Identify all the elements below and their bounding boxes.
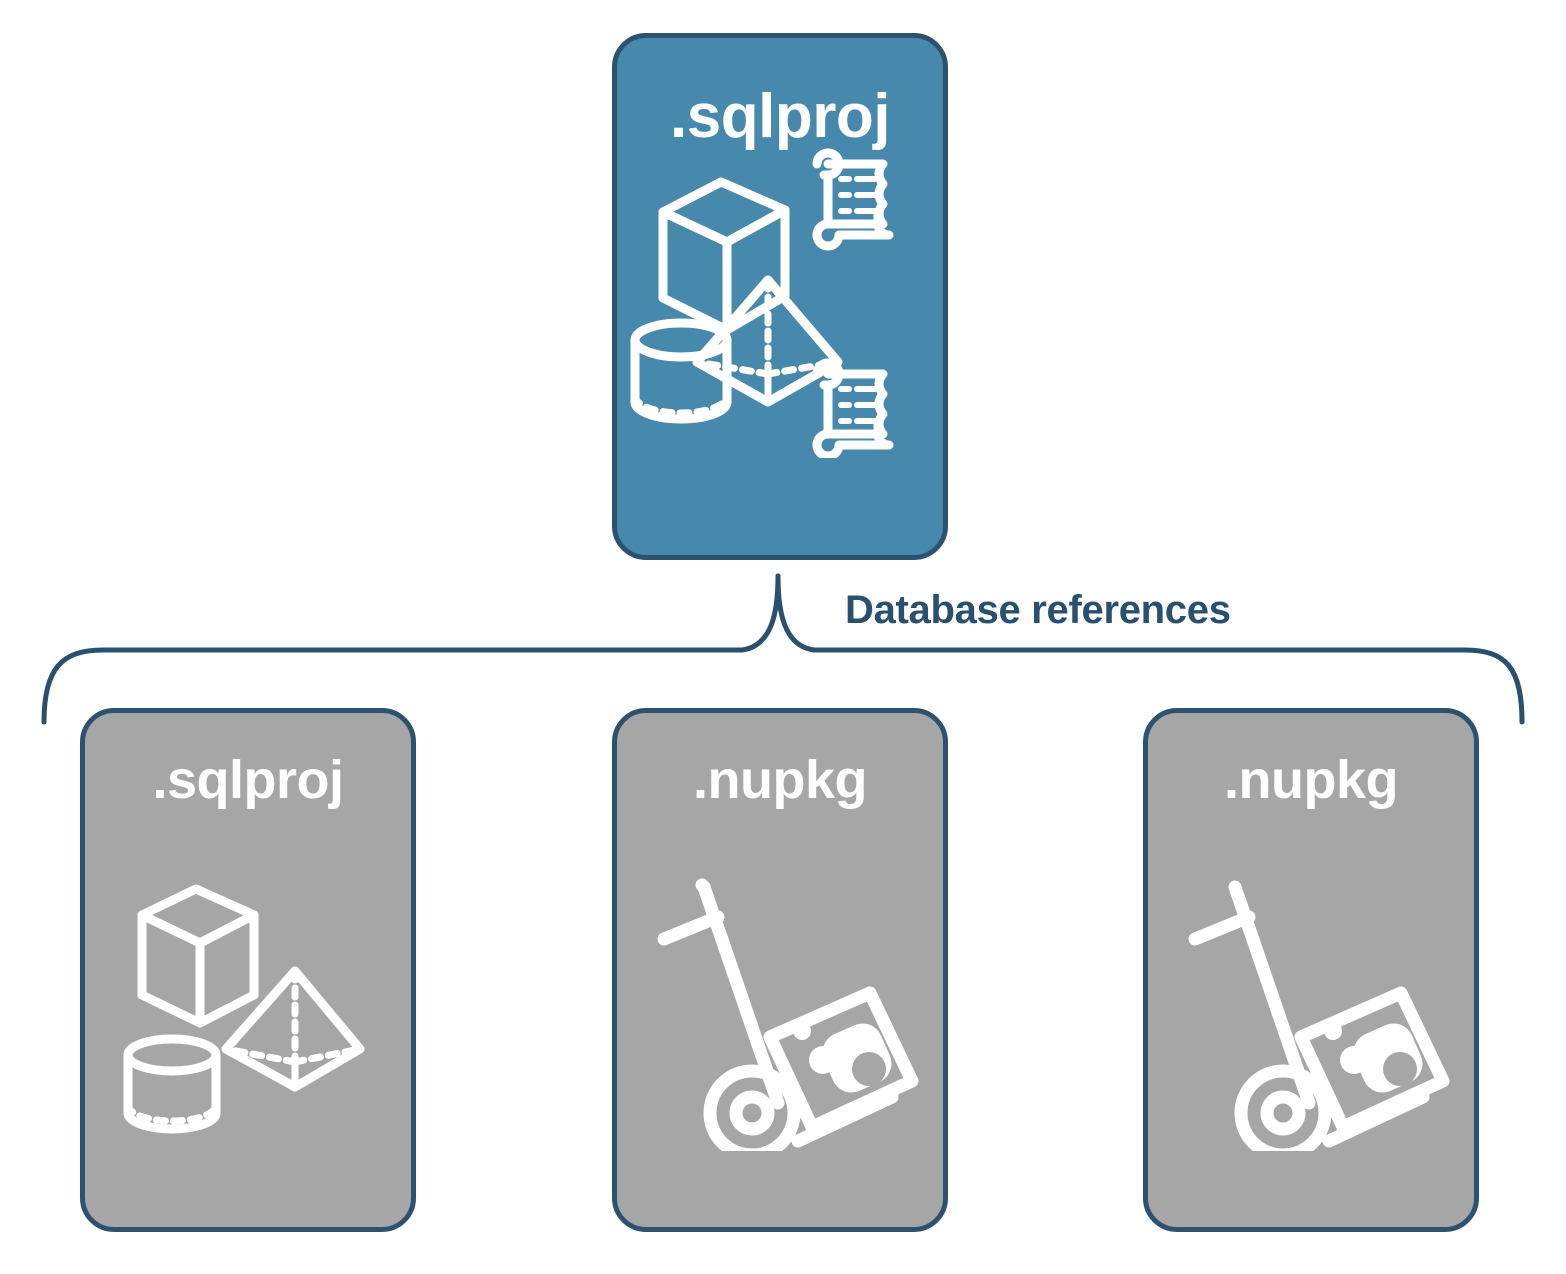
brace-tip-right	[775, 573, 817, 653]
script-scroll-icon	[812, 358, 894, 458]
node-sqlproj-reference[interactable]: .sqlproj	[80, 708, 416, 1232]
pyramid-icon	[692, 275, 843, 407]
node-icon-group-ref3	[1148, 807, 1474, 1227]
node-icon-group-ref2	[617, 807, 943, 1227]
cube-icon	[137, 884, 259, 1028]
brace-label: Database references	[845, 588, 1231, 632]
hand-truck-package-icon	[657, 878, 919, 1151]
node-nupkg-reference-2[interactable]: .nupkg	[1143, 708, 1479, 1232]
script-scroll-icon	[812, 148, 894, 251]
node-icon-group-root	[617, 148, 943, 555]
hand-truck-package-icon	[1188, 880, 1450, 1151]
node-label-nupkg-2: .nupkg	[1224, 750, 1398, 810]
database-objects-icon	[630, 148, 894, 458]
nuget-glyph-cutouts	[852, 1052, 886, 1086]
node-label-nupkg-1: .nupkg	[693, 750, 867, 810]
nuget-glyph-cutouts	[1383, 1052, 1417, 1086]
database-objects-icon	[123, 884, 365, 1134]
cylinder-icon	[123, 1034, 221, 1134]
node-label-sqlproj-root: .sqlproj	[670, 82, 890, 151]
brace-tip-left	[739, 573, 781, 653]
node-nupkg-reference-1[interactable]: .nupkg	[612, 708, 948, 1232]
node-label-sqlproj-reference: .sqlproj	[152, 750, 344, 810]
cylinder-icon	[630, 318, 732, 424]
node-sqlproj-root[interactable]: .sqlproj	[612, 33, 948, 560]
pyramid-icon	[221, 966, 365, 1092]
node-icon-group-ref1	[85, 807, 411, 1227]
